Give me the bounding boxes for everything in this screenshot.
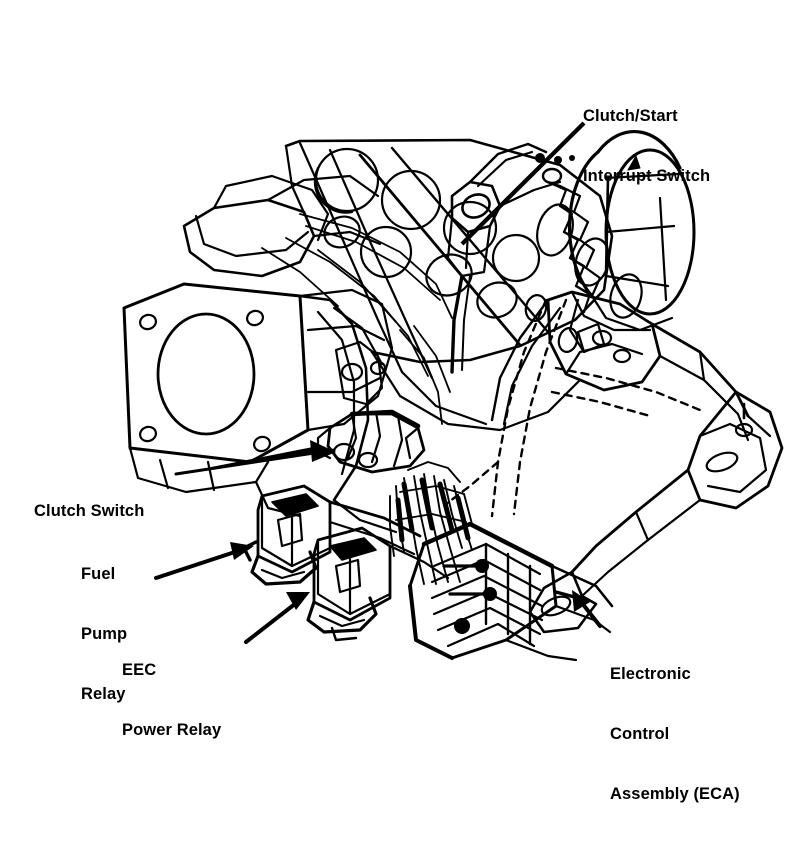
hidden-lines-dashed: [444, 298, 702, 518]
callout-line: Fuel: [81, 565, 116, 583]
callout-line: Clutch/Start: [583, 107, 678, 125]
detail-ticks: [742, 402, 772, 438]
callout-line: Control: [610, 725, 670, 743]
callout-line: Interrupt Switch: [583, 167, 711, 185]
drawing-strokes: [122, 121, 784, 662]
callout-line: Electronic: [610, 665, 691, 683]
callout-fuel-pump-relay: Fuel Pump Relay: [81, 524, 127, 744]
bell-housing-drum: [567, 129, 696, 354]
harness-shading: [395, 477, 471, 543]
leader-clutch-start-interrupt: [460, 121, 586, 246]
callout-clutch-start-interrupt-switch: Clutch/Start Interrupt Switch: [583, 66, 710, 226]
clutch-start-interrupt-switch-part: [446, 142, 575, 374]
leader-eca: [554, 590, 602, 628]
diagram-background: [0, 0, 800, 770]
clutch-switch-part: [316, 409, 426, 474]
callout-line: Clutch Switch: [34, 502, 145, 520]
leader-eec-power-relay: [244, 592, 310, 644]
line-art-illustration: [0, 0, 800, 770]
callout-electronic-control-assembly: Electronic Control Assembly (ECA): [610, 624, 740, 844]
callout-line: Relay: [81, 685, 126, 703]
technical-diagram: Clutch/Start Interrupt Switch Clutch Swi…: [0, 0, 800, 803]
wiring-harness: [261, 213, 453, 425]
callout-line: Assembly (ECA): [610, 785, 740, 803]
callout-line: EEC: [122, 661, 157, 679]
eca-module: [408, 521, 614, 662]
leader-fuel-pump-relay: [154, 542, 254, 580]
leader-clutch-switch: [174, 440, 336, 476]
callout-eec-power-relay: EEC Power Relay: [122, 620, 221, 780]
callout-line: Power Relay: [122, 721, 222, 739]
callout-line: Pump: [81, 625, 128, 643]
callout-clutch-switch: Clutch Switch: [34, 461, 144, 561]
